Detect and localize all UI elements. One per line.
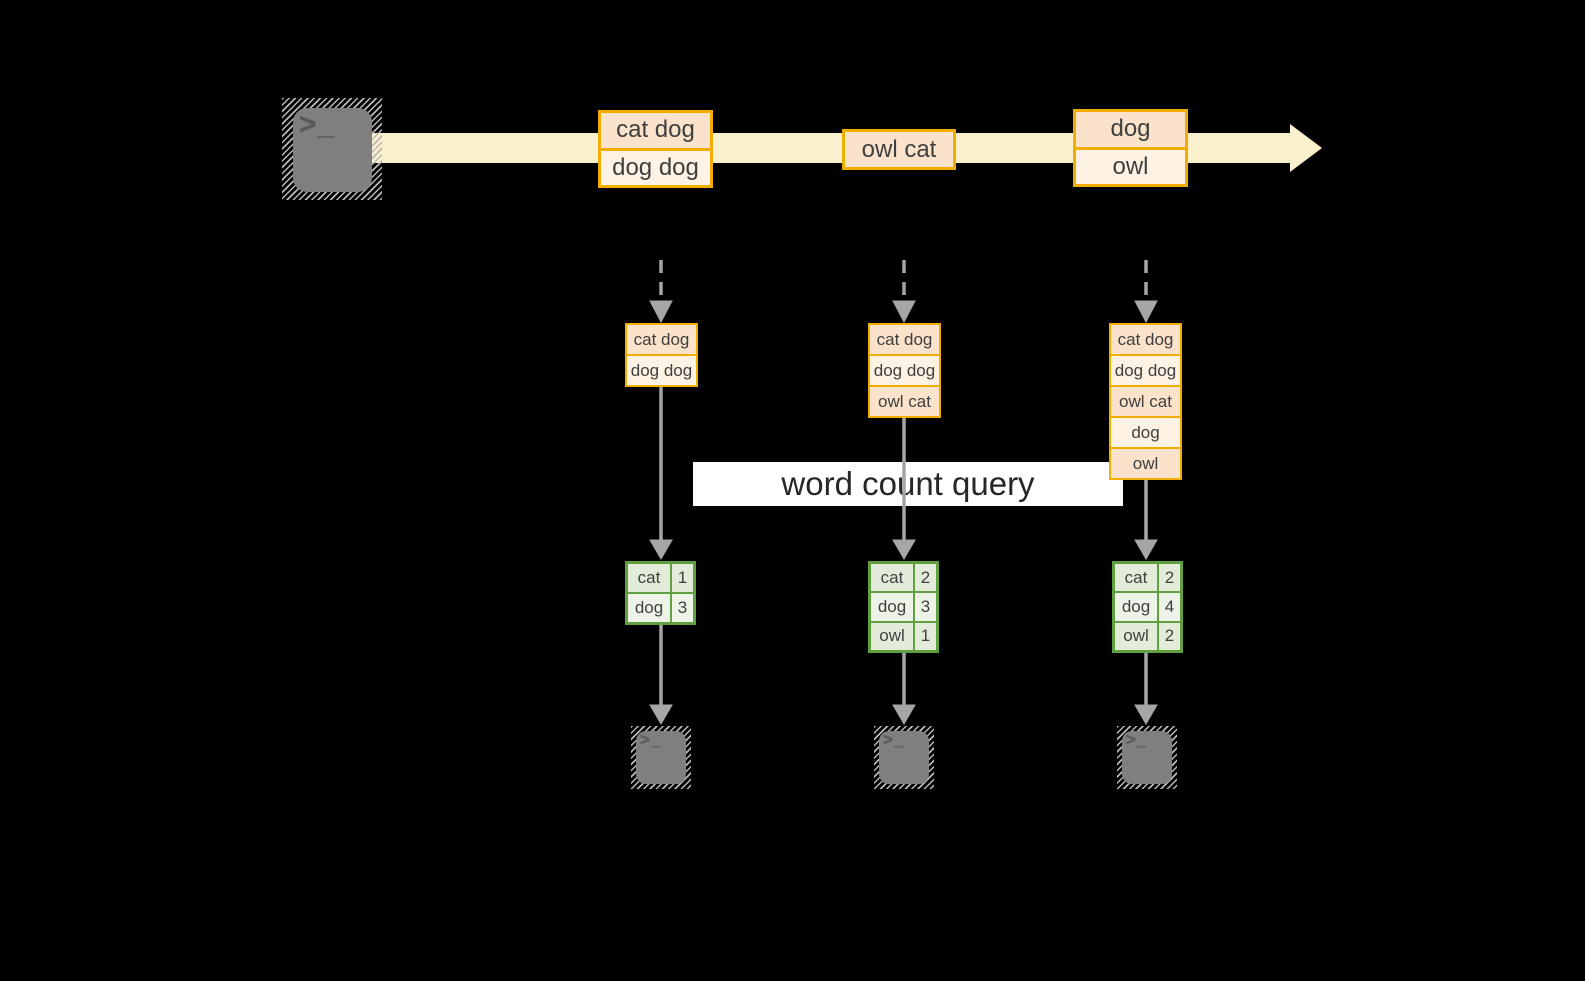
record: cat dog xyxy=(601,113,710,148)
record: cat dog xyxy=(870,325,939,354)
record: dog dog xyxy=(601,150,710,185)
query-arrow-3-head xyxy=(1134,539,1158,560)
count-cell: 1 xyxy=(915,622,936,650)
record: owl cat xyxy=(845,132,953,167)
record: dog dog xyxy=(1111,356,1180,385)
sink-arrow-3-head xyxy=(1134,704,1158,725)
table-row: owl 2 xyxy=(1115,622,1180,650)
record: owl xyxy=(1076,149,1185,184)
count-cell: 4 xyxy=(1159,593,1180,621)
result-table-1: cat 1 dog 3 xyxy=(625,561,696,625)
table-row: cat 2 xyxy=(1115,564,1180,592)
record: dog dog xyxy=(870,356,939,385)
record: dog xyxy=(1076,112,1185,147)
record: owl cat xyxy=(1111,387,1180,416)
word-cell: cat xyxy=(628,564,670,592)
sink-arrow-2-head xyxy=(892,704,916,725)
word-cell: cat xyxy=(871,564,913,592)
word-cell: owl xyxy=(1115,622,1157,650)
terminal-body xyxy=(293,108,372,192)
result-table-3: cat 2 dog 4 owl 2 xyxy=(1112,561,1183,653)
count-cell: 3 xyxy=(915,593,936,621)
record: owl cat xyxy=(870,387,939,416)
dashed-arrow-1-head xyxy=(649,300,673,324)
stream-batch-2: owl cat xyxy=(842,129,956,170)
table-row: dog 3 xyxy=(628,594,693,622)
table-row: owl 1 xyxy=(871,622,936,650)
sink-arrows xyxy=(649,625,1158,725)
terminal-prompt-glyph: >_ xyxy=(1126,730,1148,749)
table-row: dog 4 xyxy=(1115,593,1180,621)
terminal-prompt-glyph: >_ xyxy=(640,730,662,749)
record: dog dog xyxy=(627,356,696,385)
source-terminal-icon: >_ xyxy=(282,98,382,200)
count-cell: 2 xyxy=(1159,622,1180,650)
terminal-prompt-glyph: >_ xyxy=(883,730,905,749)
stream-batch-1: cat dog dog dog xyxy=(598,110,713,188)
query-arrow-1-head xyxy=(649,539,673,560)
ingest-dashed-arrows xyxy=(649,260,1158,324)
sink-arrow-1-head xyxy=(649,704,673,725)
stream-batch-3: dog owl xyxy=(1073,109,1188,187)
query-arrow-2-head xyxy=(892,539,916,560)
query-label-band: word count query xyxy=(693,462,1123,506)
word-cell: dog xyxy=(1115,593,1157,621)
record-buffer-1: cat dog dog dog xyxy=(625,323,698,387)
terminal-body xyxy=(879,731,929,784)
sink-terminal-icon-2: >_ xyxy=(874,726,934,789)
record: dog xyxy=(1111,418,1180,447)
dashed-arrow-2-head xyxy=(892,300,916,324)
stream-arrow-head xyxy=(1290,124,1322,172)
sink-terminal-icon-3: >_ xyxy=(1117,726,1177,789)
record: cat dog xyxy=(1111,325,1180,354)
word-cell: owl xyxy=(871,622,913,650)
dashed-arrow-3-head xyxy=(1134,300,1158,324)
query-arrows xyxy=(649,387,1158,560)
word-cell: cat xyxy=(1115,564,1157,592)
query-label: word count query xyxy=(781,465,1035,502)
table-row: cat 2 xyxy=(871,564,936,592)
terminal-prompt-glyph: >_ xyxy=(299,108,336,141)
count-cell: 2 xyxy=(915,564,936,592)
word-cell: dog xyxy=(871,593,913,621)
terminal-body xyxy=(1122,731,1172,784)
record-buffer-2: cat dog dog dog owl cat xyxy=(868,323,941,418)
count-cell: 2 xyxy=(1159,564,1180,592)
table-row: dog 3 xyxy=(871,593,936,621)
word-cell: dog xyxy=(628,594,670,622)
record: cat dog xyxy=(627,325,696,354)
record: owl xyxy=(1111,449,1180,478)
count-cell: 3 xyxy=(672,594,693,622)
count-cell: 1 xyxy=(672,564,693,592)
sink-terminal-icon-1: >_ xyxy=(631,726,691,789)
table-row: cat 1 xyxy=(628,564,693,592)
record-buffer-3: cat dog dog dog owl cat dog owl xyxy=(1109,323,1182,480)
result-table-2: cat 2 dog 3 owl 1 xyxy=(868,561,939,653)
terminal-body xyxy=(636,731,686,784)
